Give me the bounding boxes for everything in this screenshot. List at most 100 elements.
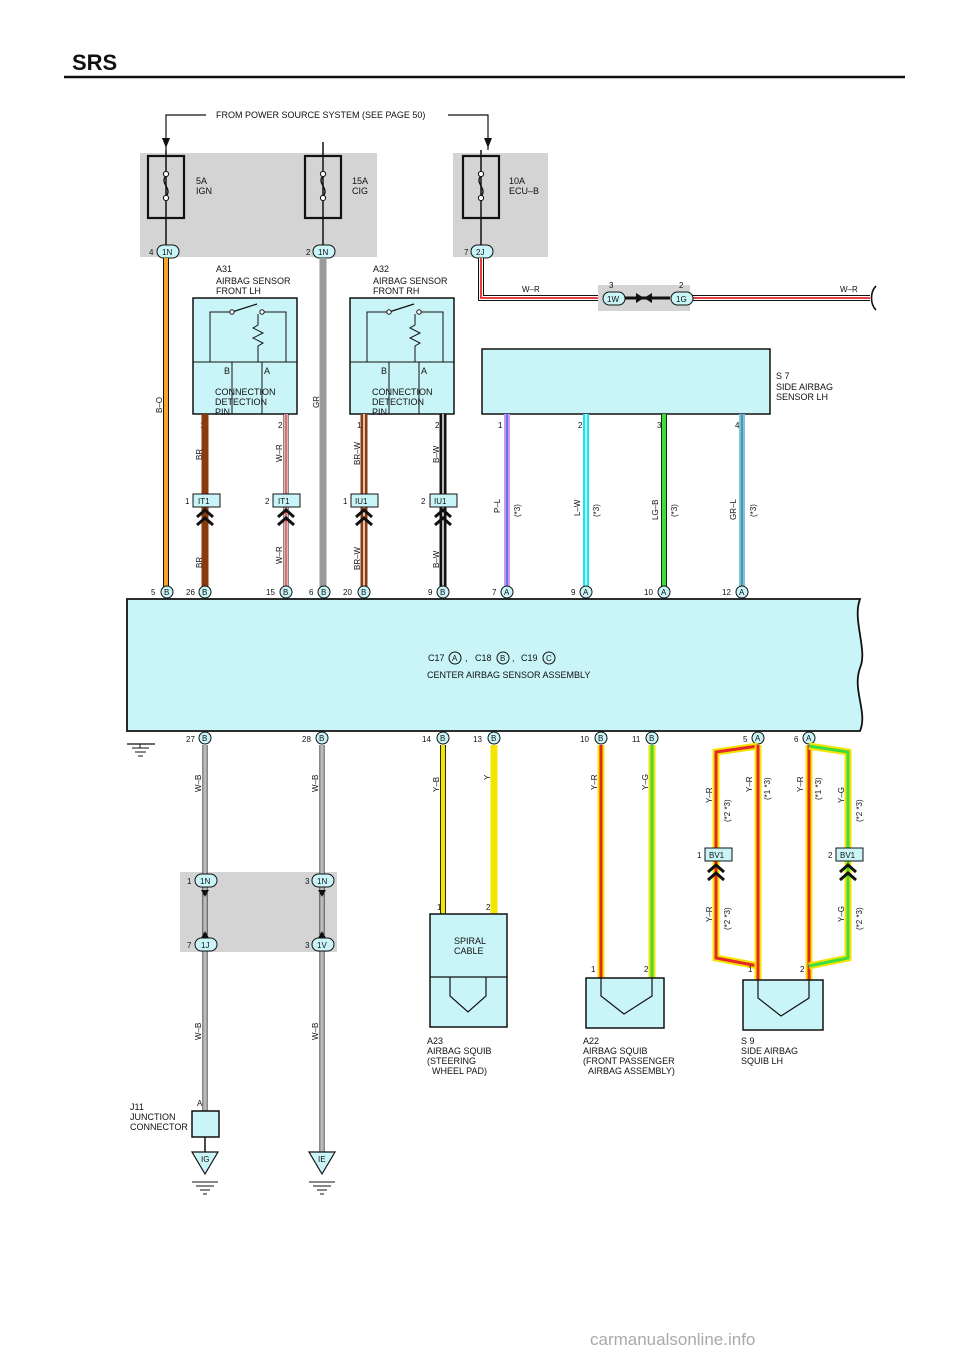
svg-text:PIN: PIN	[215, 407, 230, 417]
svg-text:B: B	[598, 734, 603, 743]
a22-pin2: 2	[644, 965, 649, 974]
note-lw: (*3)	[592, 504, 601, 517]
wire-label-brw-1: BR–W	[353, 441, 362, 465]
svg-text:1G: 1G	[676, 295, 687, 304]
side-sensor-box	[481, 348, 771, 415]
wire-label-yr-a22: Y–R	[590, 774, 599, 790]
wire-label-bw-2: B–W	[432, 550, 441, 568]
wire-label-pl: P–L	[493, 498, 502, 513]
watermark: carmanualsonline.info	[590, 1330, 755, 1349]
svg-text:15: 15	[266, 588, 275, 597]
svg-text:A: A	[583, 588, 589, 597]
wire-label-y: Y	[483, 774, 492, 780]
wire-label-wb-4: W–B	[311, 1023, 320, 1040]
wire-label-wr-1: W–R	[522, 285, 540, 294]
svg-text:B: B	[381, 366, 387, 376]
svg-text:B: B	[321, 588, 326, 597]
s7-pin1: 1	[498, 421, 503, 430]
note-yr-bv1-bottom: (*2 *3)	[723, 907, 732, 930]
wire-label-yr-second: Y–R	[796, 776, 805, 792]
svg-text:1N: 1N	[317, 877, 327, 886]
svg-text:IU1: IU1	[355, 497, 368, 506]
svg-text:1: 1	[343, 497, 348, 506]
power-bracket-right	[448, 114, 489, 150]
svg-text:A: A	[661, 588, 667, 597]
svg-text:6: 6	[309, 588, 314, 597]
power-arrow-left	[162, 138, 170, 148]
wire-label-yr-bv1-bottom: Y–R	[705, 906, 714, 922]
svg-text:B: B	[361, 588, 366, 597]
wire-label-wr-a31-1: W–R	[275, 444, 284, 462]
squib-s9-l2: SQUIB LH	[741, 1056, 783, 1066]
center-airbag-sensor-box	[126, 598, 864, 732]
s7-pin4: 4	[735, 421, 740, 430]
svg-text:1N: 1N	[200, 877, 210, 886]
svg-text:1J: 1J	[201, 941, 209, 950]
svg-text:PIN: PIN	[372, 407, 387, 417]
wire-label-lgb: LG–B	[651, 500, 660, 520]
svg-text:7: 7	[464, 248, 469, 257]
spiral-l2: CABLE	[454, 946, 484, 956]
conn-1n-1j: 1 1N 7 1J	[187, 873, 218, 952]
svg-text:B: B	[491, 734, 496, 743]
svg-text:1V: 1V	[317, 941, 327, 950]
sensor-rh-l1: AIRBAG SENSOR	[373, 276, 448, 286]
squib-a23-l3: WHEEL PAD)	[432, 1066, 487, 1076]
center-top-pins: 5 B 26 B 15 B 6 B 20 B 9 B 7 A 9 A 10 A …	[151, 585, 749, 599]
svg-text:A: A	[755, 734, 761, 743]
svg-text:IG: IG	[201, 1155, 209, 1164]
wire-label-yr-direct: Y–R	[745, 776, 754, 792]
svg-text:CONNECTION: CONNECTION	[215, 387, 276, 397]
svg-text:A: A	[264, 366, 270, 376]
svg-text:14: 14	[422, 735, 431, 744]
note-lgb: (*3)	[670, 504, 679, 517]
svg-text:1N: 1N	[318, 248, 328, 257]
svg-text:IT1: IT1	[198, 497, 210, 506]
fuse-ecu-b-name: ECU–B	[509, 186, 539, 196]
svg-text:2: 2	[265, 497, 270, 506]
svg-text:CONNECTION: CONNECTION	[372, 387, 433, 397]
svg-text:CENTER AIRBAG SENSOR ASSEMBLY: CENTER AIRBAG SENSOR ASSEMBLY	[427, 670, 590, 680]
sensor-lh-l2: FRONT LH	[216, 286, 261, 296]
wire-label-wr-2: W–R	[840, 285, 858, 294]
svg-text:C19: C19	[521, 653, 538, 663]
wire-label-bw-1: B–W	[432, 445, 441, 463]
a32-pin2: 2	[435, 421, 440, 430]
junction-l1: JUNCTION	[130, 1112, 176, 1122]
power-source-note: FROM POWER SOURCE SYSTEM (SEE PAGE 50)	[216, 110, 425, 120]
svg-text:4: 4	[149, 248, 154, 257]
fuse-cig-name: CIG	[352, 186, 368, 196]
wire-label-br-2: BR	[195, 557, 204, 568]
svg-text:C18: C18	[475, 653, 492, 663]
fuse-ecu-b-amp: 10A	[509, 176, 525, 186]
center-bottom-pins: 27 B 28 B 14 B 13 B 10 B 11 B 5 A 6 A	[186, 731, 816, 745]
wire-wr-ecu-stripe	[480, 258, 870, 299]
fuse-ign-name: IGN	[196, 186, 212, 196]
squib-s9-box	[742, 979, 824, 1031]
svg-text:3: 3	[305, 877, 310, 886]
svg-text:10: 10	[580, 735, 589, 744]
svg-text:B: B	[202, 588, 207, 597]
wire-label-gr: GR	[312, 396, 321, 408]
fuse-ign: 5A IGN	[146, 150, 212, 248]
ground-ig-icon: IG	[190, 1151, 220, 1195]
svg-text:9: 9	[571, 588, 576, 597]
svg-text:9: 9	[428, 588, 433, 597]
fuse-block-shade-2	[453, 153, 548, 257]
center-ground-icon	[127, 743, 155, 757]
fuse-ecu-b: 10A ECU–B	[461, 150, 539, 248]
svg-text:10: 10	[644, 588, 653, 597]
note-yg-bv1-top: (*2 *3)	[855, 799, 864, 822]
center-label: C17 A , C18 B , C19 C CENTER AIRBAG SENS…	[427, 651, 590, 680]
sensor-rh-l2: FRONT RH	[373, 286, 419, 296]
conn-it1-pin2: 2 IT1	[265, 493, 301, 527]
conn-iu1-pin2: 2 IU1	[421, 493, 458, 527]
note-yr-second: (*1 *3)	[814, 777, 823, 800]
note-yr-bv1-top: (*2 *3)	[723, 799, 732, 822]
svg-text:IU1: IU1	[434, 497, 447, 506]
svg-text:,: ,	[512, 653, 515, 663]
svg-text:BV1: BV1	[840, 851, 856, 860]
wire-label-grl: GR–L	[729, 499, 738, 520]
